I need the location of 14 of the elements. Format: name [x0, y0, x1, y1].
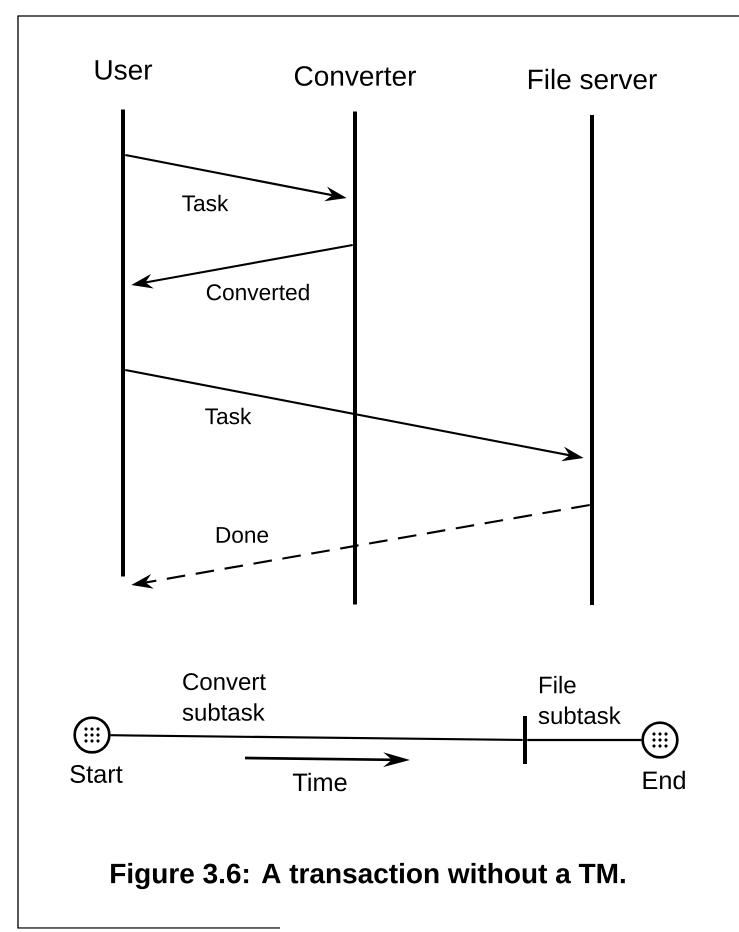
event-label: End [644, 770, 685, 790]
event-label: Start [70, 765, 123, 783]
lifeline-heading: Converter [294, 66, 416, 86]
edge-label: Task [205, 408, 252, 424]
edge-label: Task [182, 194, 228, 212]
lifeline-heading: File server [528, 68, 657, 90]
edge-label: Convert subtask [182, 673, 266, 721]
axis-label: Time [292, 772, 347, 792]
edge-label: Done [216, 527, 268, 543]
caption: Figure 3.6: A transaction without a TM. [111, 862, 625, 890]
edge-label: Converted [206, 284, 309, 300]
tick-mark [523, 716, 527, 764]
lifeline-heading: User [96, 60, 152, 80]
edge-label: File subtask [538, 676, 621, 724]
